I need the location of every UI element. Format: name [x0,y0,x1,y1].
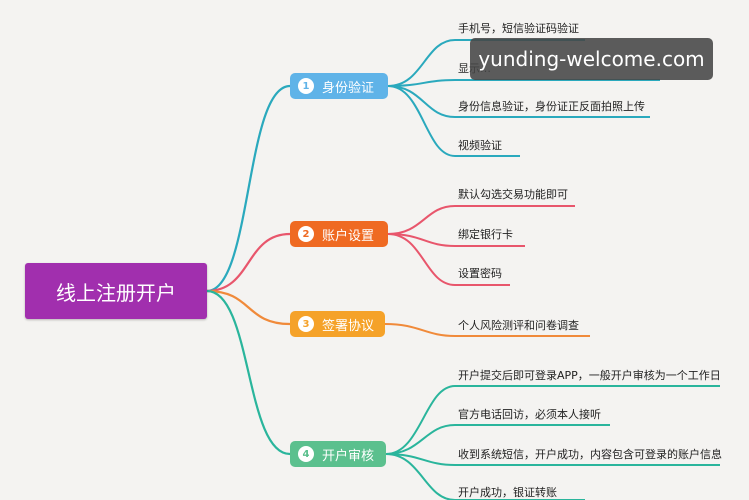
branch-number: 2 [298,226,314,242]
leaf-set-password: 设置密码 [458,267,502,280]
branch-account-review: 4 开户审核 [290,441,386,467]
leaf-login-app: 开户提交后即可登录APP，一般开户审核为一个工作日 [458,369,721,382]
connector-line [385,453,720,466]
branch-number: 4 [298,446,314,462]
branch-label: 账户设置 [322,228,375,244]
connector-line [387,233,525,247]
watermark: yunding-welcome.com [470,38,713,80]
branch-label: 身份验证 [322,80,375,96]
connector-line [385,385,720,455]
branch-label: 开户审核 [322,448,375,464]
connector-line [206,289,291,456]
connector-line [387,85,650,118]
connector-line [385,424,610,455]
connector-line [206,232,291,293]
branch-identity-verification: 1 身份验证 [290,73,388,99]
leaf-id-upload: 身份信息验证，身份证正反面拍照上传 [458,100,645,113]
connector-line [206,84,291,293]
connector-line [206,289,291,326]
leaf-phone-callback: 官方电话回访，必须本人接听 [458,408,601,421]
leaf-bank-transfer: 开户成功，银证转账 [458,486,557,499]
leaf-risk-assessment: 个人风险测评和问卷调查 [458,319,579,332]
connector-line [387,85,520,157]
branch-number: 1 [298,78,314,94]
branch-number: 3 [298,316,314,332]
leaf-trading-function: 默认勾选交易功能即可 [458,188,568,201]
leaf-sms-success: 收到系统短信，开户成功，内容包含可登录的账户信息 [458,448,722,461]
branch-label: 签署协议 [322,318,375,334]
connector-line [387,39,585,87]
connector-line [387,233,510,286]
root-node: 线上注册开户 [25,263,207,319]
leaf-video-verify: 视频验证 [458,139,502,152]
leaf-phone-sms: 手机号，短信验证码验证 [458,22,579,35]
connector-line [387,79,660,87]
branch-account-settings: 2 账户设置 [290,221,388,247]
connector-line [387,205,575,235]
leaf-bind-bank-card: 绑定银行卡 [458,228,513,241]
connector-line [384,323,590,337]
branch-sign-agreement: 3 签署协议 [290,311,385,337]
